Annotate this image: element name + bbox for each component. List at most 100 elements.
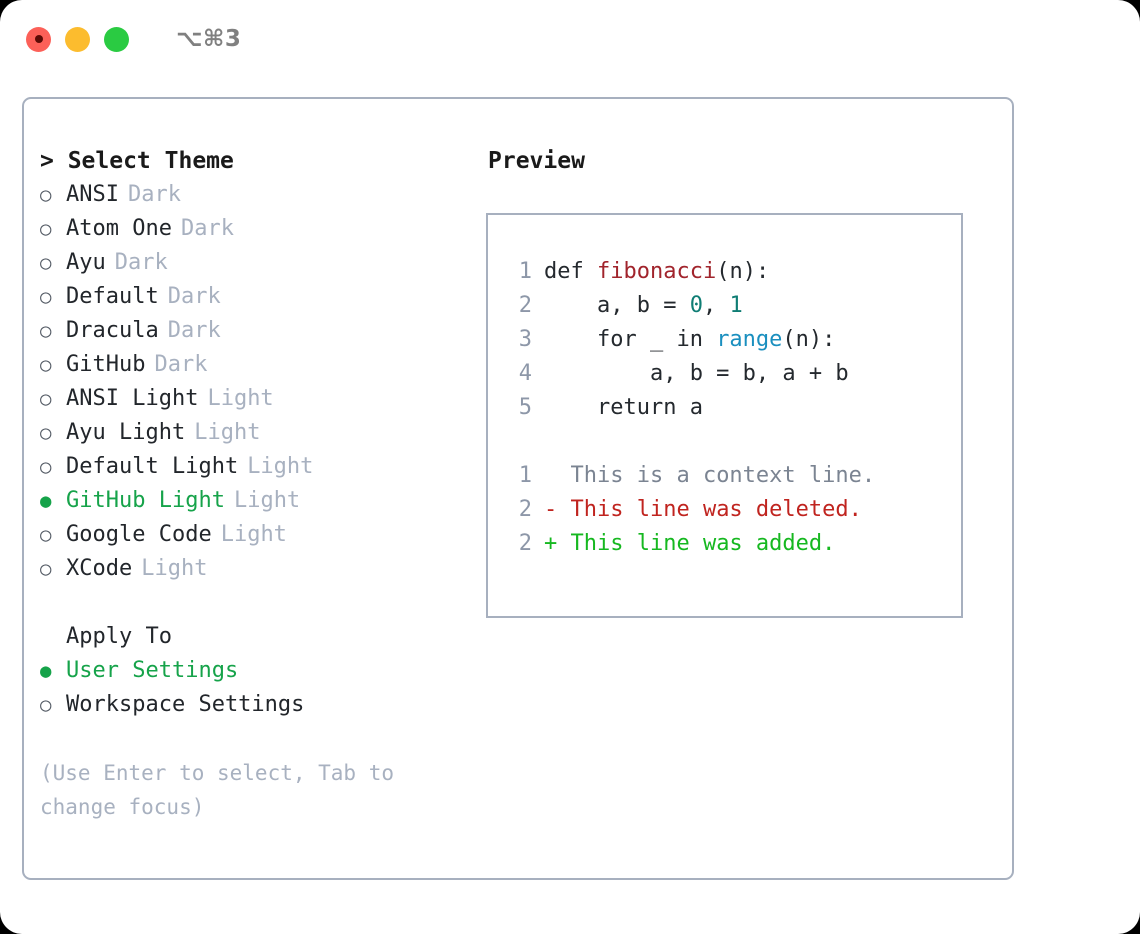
theme-variant-badge: Dark: [167, 284, 221, 309]
radio-unselected-icon: ○: [40, 388, 52, 410]
apply-to-list: ●User Settings ○ Workspace Settings: [40, 654, 486, 722]
diff-line-text: This line was deleted.: [557, 497, 862, 522]
theme-option-label: Ayu Light: [66, 420, 186, 445]
theme-variant-badge: Dark: [154, 352, 208, 377]
close-button-icon[interactable]: [26, 26, 51, 52]
theme-option-github[interactable]: ○ GitHub Dark: [40, 348, 486, 382]
diff-marker: [544, 459, 557, 493]
apply-to-option-label: User Settings: [66, 658, 239, 683]
code-token-plain: (n):: [782, 327, 836, 352]
radio-unselected-icon: ○: [40, 422, 52, 444]
theme-option-ayu-light[interactable]: ○ Ayu Light Light: [40, 416, 486, 450]
code-token-plain: (n):: [716, 259, 770, 284]
code-token-plain: ,: [702, 293, 730, 318]
theme-variant-badge: Light: [207, 386, 274, 411]
code-token-fn: fibonacci: [596, 259, 717, 284]
theme-option-label: GitHub: [66, 352, 146, 377]
code-token-num: 0: [689, 293, 703, 318]
theme-option-xcode[interactable]: ○ XCode Light: [40, 552, 486, 586]
code-line-number: 5: [518, 395, 532, 420]
radio-unselected-icon: ○: [40, 252, 52, 274]
radio-unselected-icon: ○: [40, 218, 52, 240]
theme-option-label: XCode: [66, 556, 133, 581]
theme-option-label: Default: [66, 284, 159, 309]
theme-option-atom-one[interactable]: ○ Atom One Dark: [40, 212, 486, 246]
theme-variant-badge: Light: [194, 420, 261, 445]
keyboard-hint-text: (Use Enter to select, Tab to change focu…: [40, 761, 395, 819]
code-token-plain: return a: [544, 395, 703, 420]
code-token-call: range: [716, 327, 783, 352]
code-line-number: 1: [518, 259, 532, 284]
radio-unselected-icon: ○: [40, 558, 52, 580]
theme-option-label: Atom One: [66, 216, 172, 241]
code-token-plain: a, b = b, a + b: [544, 361, 849, 386]
preview-title: Preview: [488, 148, 585, 174]
diff-marker: -: [544, 497, 558, 522]
theme-variant-badge: Dark: [180, 216, 234, 241]
code-line-content: return a: [544, 391, 703, 425]
diff-sample: 1 This is a context line.2- This line wa…: [506, 459, 961, 561]
code-line-content: for _ in range(n):: [544, 323, 835, 357]
theme-option-default[interactable]: ○ Default Dark: [40, 280, 486, 314]
radio-unselected-icon: ○: [40, 354, 52, 376]
apply-to-bullet-spacer: ○: [40, 620, 66, 654]
radio-unselected-icon: ○: [40, 694, 52, 716]
theme-variant-badge: Dark: [127, 182, 181, 207]
radio-unselected-icon: ○: [40, 320, 52, 342]
theme-option-ansi-light[interactable]: ○ ANSI Light Light: [40, 382, 486, 416]
diff-marker: +: [544, 531, 558, 556]
minimize-button-icon[interactable]: [65, 26, 90, 52]
theme-variant-badge: Light: [141, 556, 208, 581]
radio-unselected-icon: ○: [40, 524, 52, 546]
apply-to-option-user-settings[interactable]: ●User Settings: [40, 654, 486, 688]
radio-unselected-icon: ○: [40, 286, 52, 308]
code-token-plain: a, b =: [544, 293, 690, 318]
code-line: 1 def fibonacci(n):: [506, 255, 961, 289]
code-line-content: a, b = b, a + b: [544, 357, 849, 391]
theme-variant-badge: Dark: [114, 250, 168, 275]
theme-variant-badge: Light: [220, 522, 287, 547]
diff-line-del: 2- This line was deleted.: [506, 493, 961, 527]
diff-line-text: This line was added.: [557, 531, 836, 556]
theme-option-label: ANSI Light: [66, 386, 199, 411]
theme-variant-badge: Light: [247, 454, 314, 479]
window-controls: [26, 26, 129, 52]
code-token-num: 1: [729, 293, 743, 318]
code-line-number: 3: [518, 327, 532, 352]
code-line-number: 2: [518, 293, 532, 318]
diff-line-ctx: 1 This is a context line.: [506, 459, 961, 493]
code-token-plain: for _ in: [544, 327, 717, 352]
code-line: 5 return a: [506, 391, 961, 425]
apply-to-option-label: Workspace Settings: [66, 692, 305, 717]
apply-to-option-workspace-settings[interactable]: ○ Workspace Settings: [40, 688, 486, 722]
maximize-button-icon[interactable]: [104, 26, 129, 52]
code-line-number: 4: [518, 361, 532, 386]
diff-line-add: 2 + This line was added.: [506, 527, 961, 561]
code-line-content: def fibonacci(n):: [544, 255, 769, 289]
theme-option-label: Default Light: [66, 454, 239, 479]
theme-option-label: Ayu: [66, 250, 106, 275]
diff-line-text: This is a context line.: [557, 463, 876, 488]
apply-to-label: Apply To: [66, 624, 172, 649]
code-token-plain: def: [544, 259, 597, 284]
code-line: 3 for _ in range(n):: [506, 323, 961, 357]
code-line: 4 a, b = b, a + b: [506, 357, 961, 391]
radio-unselected-icon: ○: [40, 456, 52, 478]
code-line: 2 a, b = 0, 1: [506, 289, 961, 323]
theme-option-label: GitHub Light: [66, 488, 225, 513]
theme-option-default-light[interactable]: ○ Default Light Light: [40, 450, 486, 484]
theme-option-ayu[interactable]: ○ Ayu Dark: [40, 246, 486, 280]
select-theme-header: > Select Theme: [40, 148, 234, 174]
theme-option-label: Dracula: [66, 318, 159, 343]
code-line-content: a, b = 0, 1: [544, 289, 743, 323]
diff-line-number: 2: [518, 531, 532, 556]
